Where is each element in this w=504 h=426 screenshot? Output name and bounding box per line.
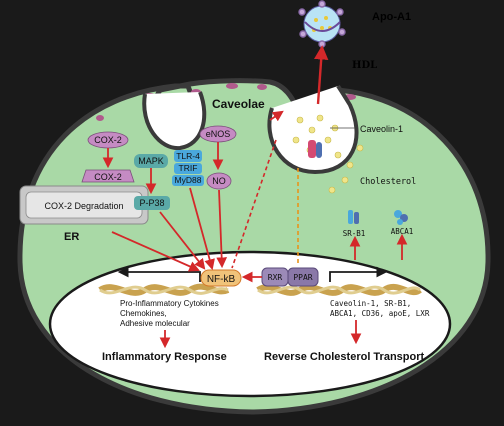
mapk-label: MAPK xyxy=(138,156,164,166)
caveola-left xyxy=(142,91,207,151)
efflux-arrow xyxy=(313,45,329,105)
enos-node: eNOS xyxy=(199,125,237,143)
tlr4-label: TLR-4 xyxy=(176,151,200,161)
cholesterol-dots xyxy=(328,144,364,194)
dna-left xyxy=(98,283,230,296)
cox2-mid-label: COX-2 xyxy=(94,172,122,182)
hdl-particle xyxy=(298,0,346,48)
dna-right xyxy=(256,283,422,296)
no-label: NO xyxy=(212,176,226,186)
tlr4-complex: TLR-4 TRIF MyD88 xyxy=(172,150,204,186)
abca1-label: ABCA1 xyxy=(391,227,414,236)
transcription-arrow-left xyxy=(117,266,201,282)
target-genes-line2: ABCA1, CD36, apoE, LXR xyxy=(330,309,430,318)
nfkb-label: NF-kB xyxy=(207,274,236,285)
reverse-transport-label: Reverse Cholesterol Transport xyxy=(264,351,425,363)
enos-label: eNOS xyxy=(206,129,231,139)
caveolae-label: Caveolae xyxy=(212,97,265,111)
rxr-ppar-node: RXR PPAR xyxy=(261,267,319,287)
transcription-arrow-right xyxy=(329,266,388,282)
caveolae-to-nfkb-dashed xyxy=(231,139,277,269)
apoa1-label: Apo-A1 xyxy=(372,11,411,23)
inflammatory-response-label: Inflammatory Response xyxy=(102,351,227,363)
pp38-node: P-P38 xyxy=(134,196,170,210)
abca1-receptor: ABCA1 xyxy=(391,210,414,236)
nucleus xyxy=(48,250,452,398)
ppar-label: PPAR xyxy=(293,273,312,282)
sr-b1-label: SR-B1 xyxy=(343,229,366,238)
pp38-label: P-P38 xyxy=(139,198,164,208)
hdl-label: HDL xyxy=(352,60,377,71)
chemokines-label: Chemokines, xyxy=(120,309,167,318)
nfkb-node: NF-kB xyxy=(200,269,242,287)
trif-label: TRIF xyxy=(179,163,198,173)
adhesive-label: Adhesive molecular xyxy=(120,319,190,328)
nfkb-input-arrows xyxy=(111,187,228,272)
caveolin1-label: Caveolin-1 xyxy=(360,124,403,134)
rxr-label: RXR xyxy=(268,273,283,282)
cox2-top-label: COX-2 xyxy=(94,135,122,145)
cox2-degradation-label: COX-2 Degradation xyxy=(44,201,123,211)
cholesterol-label: Cholesterol xyxy=(360,177,416,187)
cox2-top-node: COX-2 xyxy=(87,131,129,149)
no-node: NO xyxy=(206,172,232,190)
sr-b1-receptor: SR-B1 xyxy=(343,210,366,238)
er-label: ER xyxy=(64,231,79,243)
myd88-label: MyD88 xyxy=(175,175,202,185)
er-box: COX-2 Degradation xyxy=(19,185,149,225)
pro-inflammatory-label: Pro-Inflammatory Cytokines xyxy=(120,299,219,308)
target-genes-line1: Caveolin-1, SR-B1, xyxy=(330,299,411,308)
mapk-node: MAPK xyxy=(134,154,168,168)
cox2-mid-node: COX-2 xyxy=(81,169,135,183)
